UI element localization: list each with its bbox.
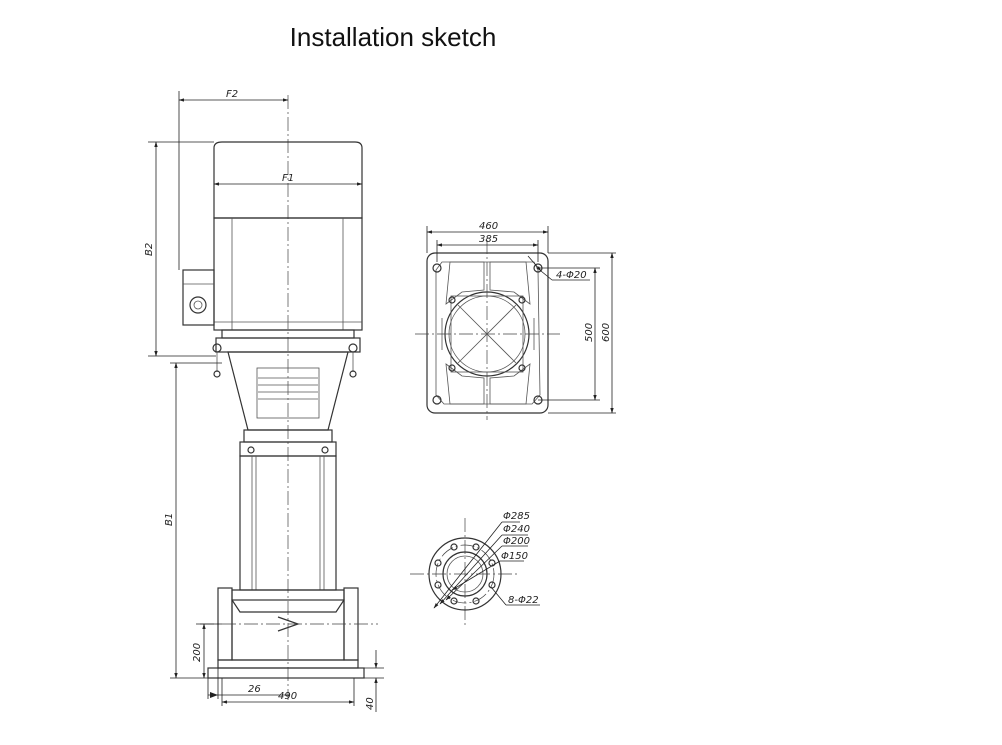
- terminal-box: [182, 269, 215, 326]
- dim-200-label: 200: [192, 643, 203, 662]
- cable-gland: [189, 296, 207, 314]
- dim-d240-label: Φ240: [503, 524, 530, 535]
- side-dimensions: [148, 91, 384, 712]
- dim-8-holes-label: 8-Φ22: [508, 595, 539, 606]
- motor-fan-cover: [213, 141, 363, 219]
- flange-view: [410, 518, 540, 628]
- dim-f1-label: F1: [282, 173, 294, 184]
- dim-4-holes-label: 4-Φ20: [556, 270, 587, 281]
- dim-385-label: 385: [479, 234, 498, 245]
- dim-500-label: 500: [584, 323, 595, 342]
- flange-outer: [428, 537, 502, 611]
- dim-f2-label: F2: [226, 89, 238, 100]
- page-title: Installation sketch: [289, 22, 497, 52]
- pump-side-view: [182, 95, 378, 700]
- dim-26-label: 26: [248, 684, 261, 695]
- mount-hole: [432, 263, 442, 273]
- dim-600-label: 600: [601, 323, 612, 342]
- pump-top-view: [415, 240, 560, 420]
- top-view-plate: [426, 252, 549, 414]
- flange-bore: [442, 551, 488, 597]
- mount-hole: [432, 395, 442, 405]
- dim-40-label: 40: [365, 697, 376, 710]
- dim-460-label: 460: [479, 221, 498, 232]
- base-plate: [207, 667, 365, 679]
- flow-arrow: [277, 616, 300, 632]
- dim-b2-label: B2: [144, 243, 155, 256]
- dim-490-label: 490: [278, 691, 297, 702]
- dim-d150-label: Φ150: [501, 551, 528, 562]
- dim-b1-label: B1: [164, 513, 175, 526]
- top-dimensions: [426, 226, 616, 414]
- dim-d200-label: Φ200: [503, 536, 530, 547]
- dim-d285-label: Φ285: [503, 511, 530, 522]
